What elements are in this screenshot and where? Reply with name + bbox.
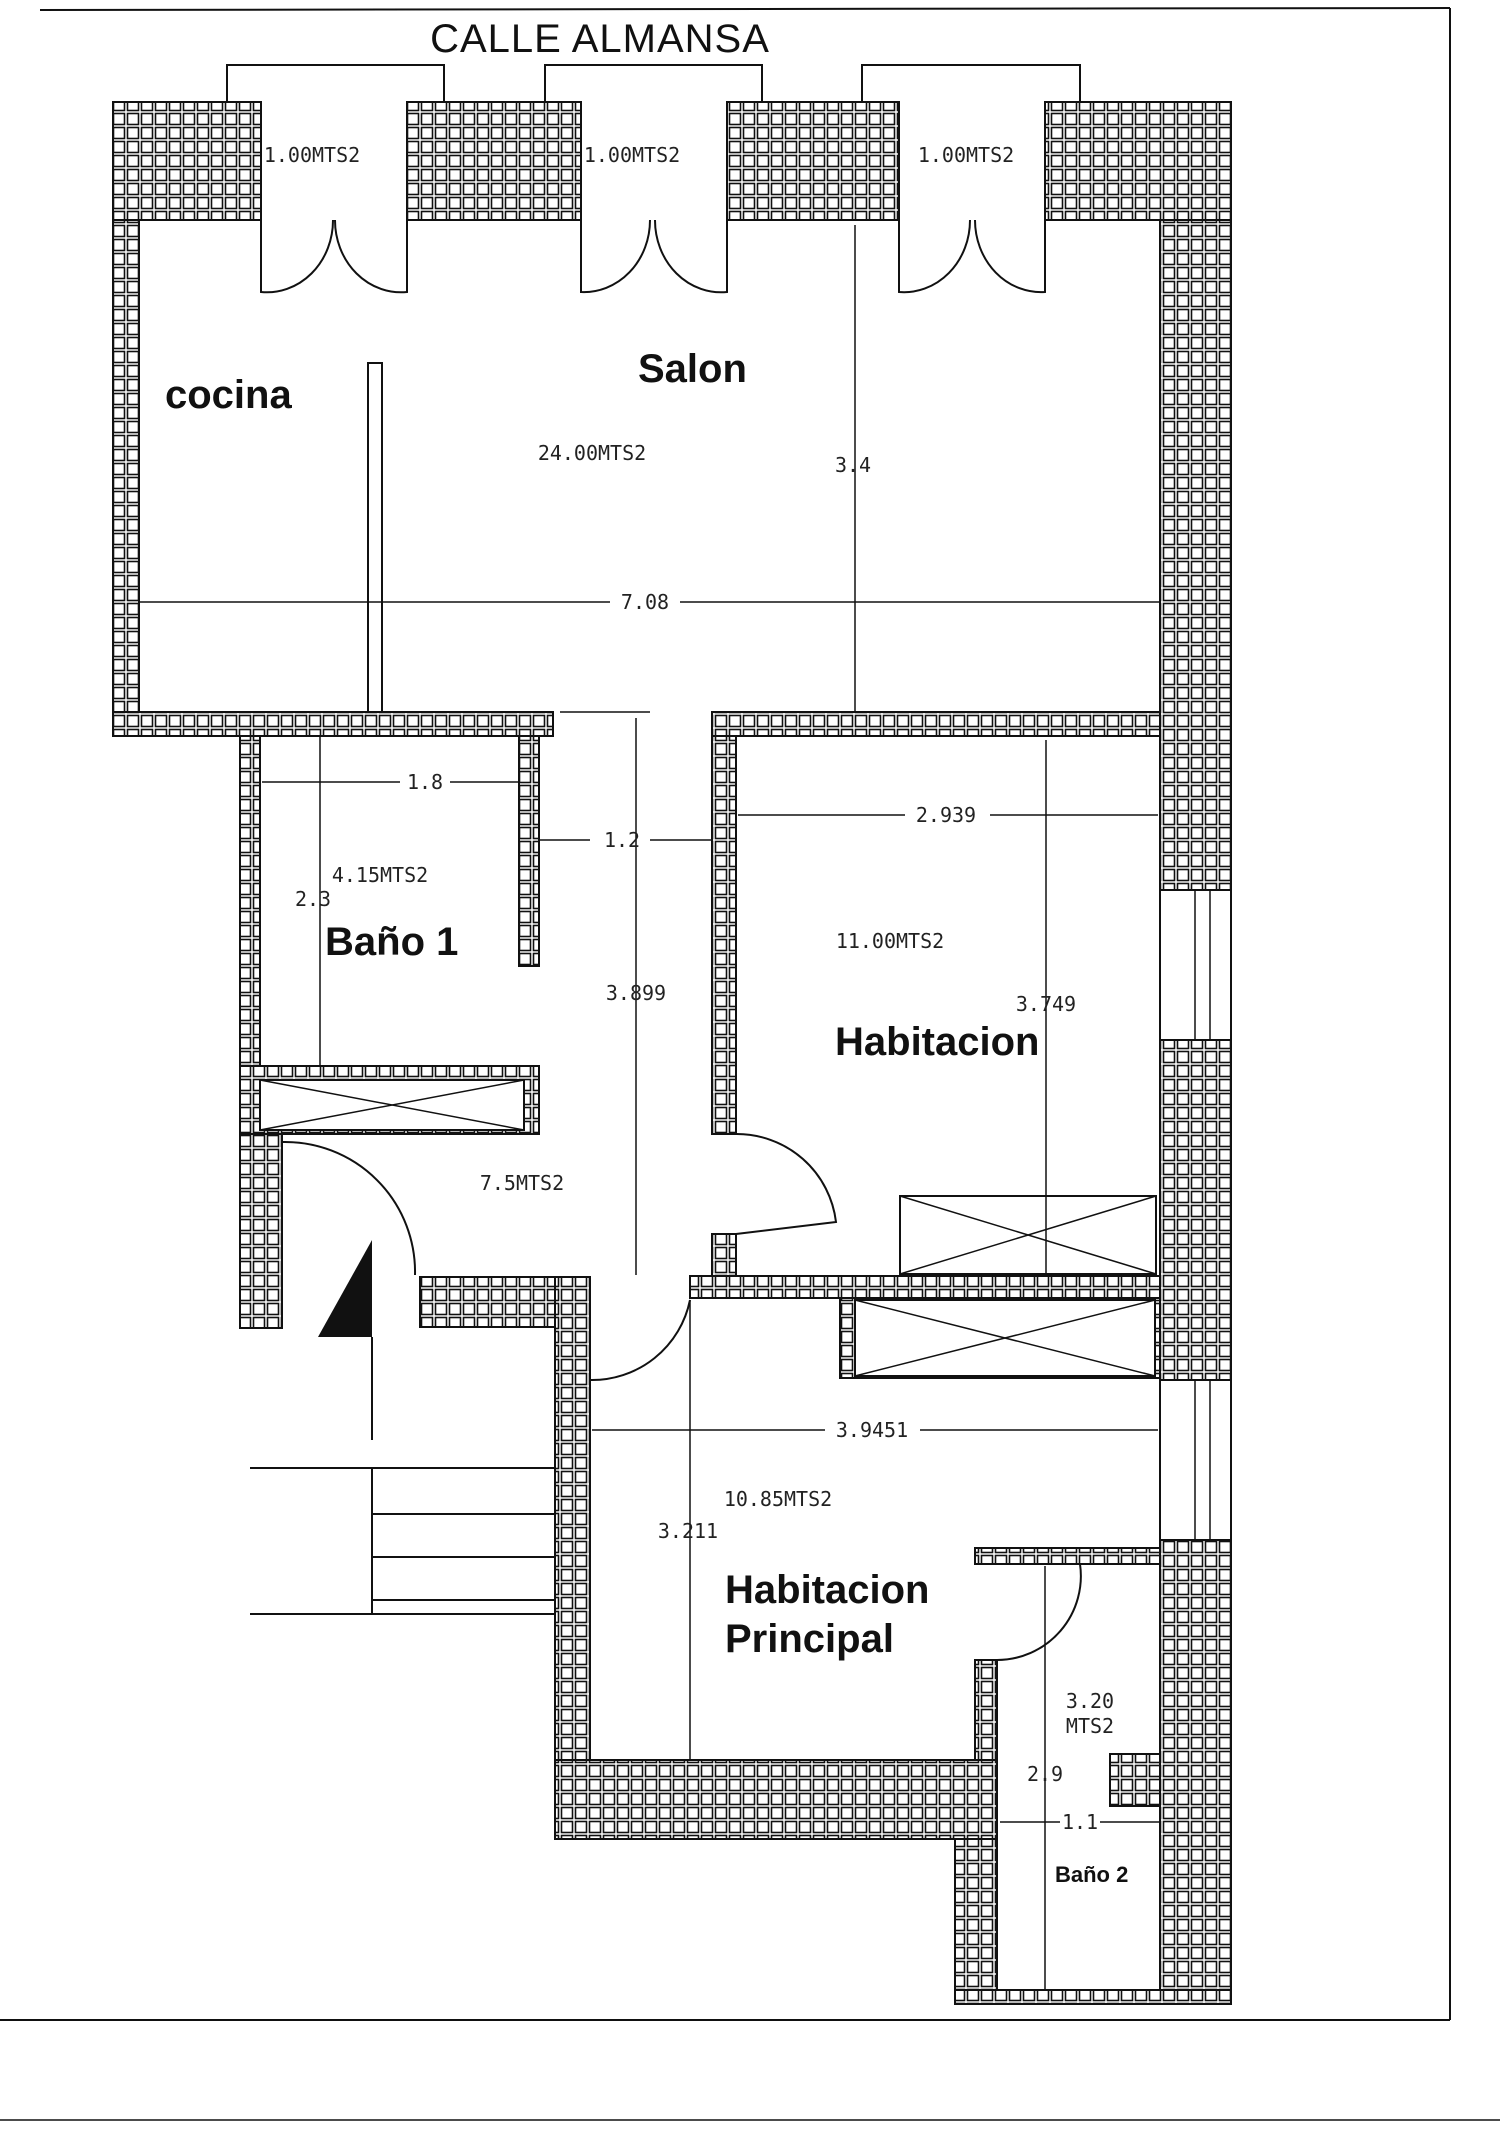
principal-label-line2: Principal [725,1617,894,1661]
bano2-label: Baño 2 [1055,1862,1128,1887]
principal-height-dim: 3.211 [658,1519,718,1543]
pasillo-area: 7.5MTS2 [480,1171,564,1195]
habitacion-label: Habitacion [835,1020,1039,1064]
bano1-label: Baño 1 [325,920,458,964]
balconies [226,64,1081,294]
bano1-area: 4.15MTS2 [332,863,428,887]
walls [112,101,1232,2005]
closets [259,1079,1157,1377]
principal-width-dim: 3.9451 [836,1418,908,1442]
bano2-area-line1: 3.20 [1066,1689,1114,1713]
salon-width-dim: 7.08 [621,590,669,614]
bano2-area-line2: MTS2 [1066,1714,1114,1738]
salon-label: Salon [638,347,747,391]
bano1-width-dim: 1.8 [407,770,443,794]
right-windows [1159,889,1232,1541]
entrance [250,1240,555,1615]
bano2-width-dim: 1.1 [1062,1810,1098,1834]
bano1-height-dim: 2.3 [295,887,331,911]
balcony-1-area: 1.00MTS2 [264,143,360,167]
habitacion-height-dim: 3.749 [1016,992,1076,1016]
doors [281,1132,1082,1661]
kitchen-partition [367,362,383,713]
balcony-3-area: 1.00MTS2 [918,143,1014,167]
cocina-label: cocina [165,373,292,417]
salon-area: 24.00MTS2 [538,441,646,465]
bano2-height-dim: 2.9 [1027,1762,1063,1786]
balcony-2-area: 1.00MTS2 [584,143,680,167]
dimension-lines [139,225,1160,1990]
habitacion-width-dim: 2.939 [916,803,976,827]
habitacion-area: 11.00MTS2 [836,929,944,953]
principal-label-line1: Habitacion [725,1568,929,1612]
salon-height-dim: 3.4 [835,453,871,477]
page-frame [0,7,1500,2121]
corridor-width-dim: 1.2 [604,828,640,852]
corridor-length-dim: 3.899 [606,981,666,1005]
principal-area: 10.85MTS2 [724,1487,832,1511]
street-title: CALLE ALMANSA [430,17,770,61]
